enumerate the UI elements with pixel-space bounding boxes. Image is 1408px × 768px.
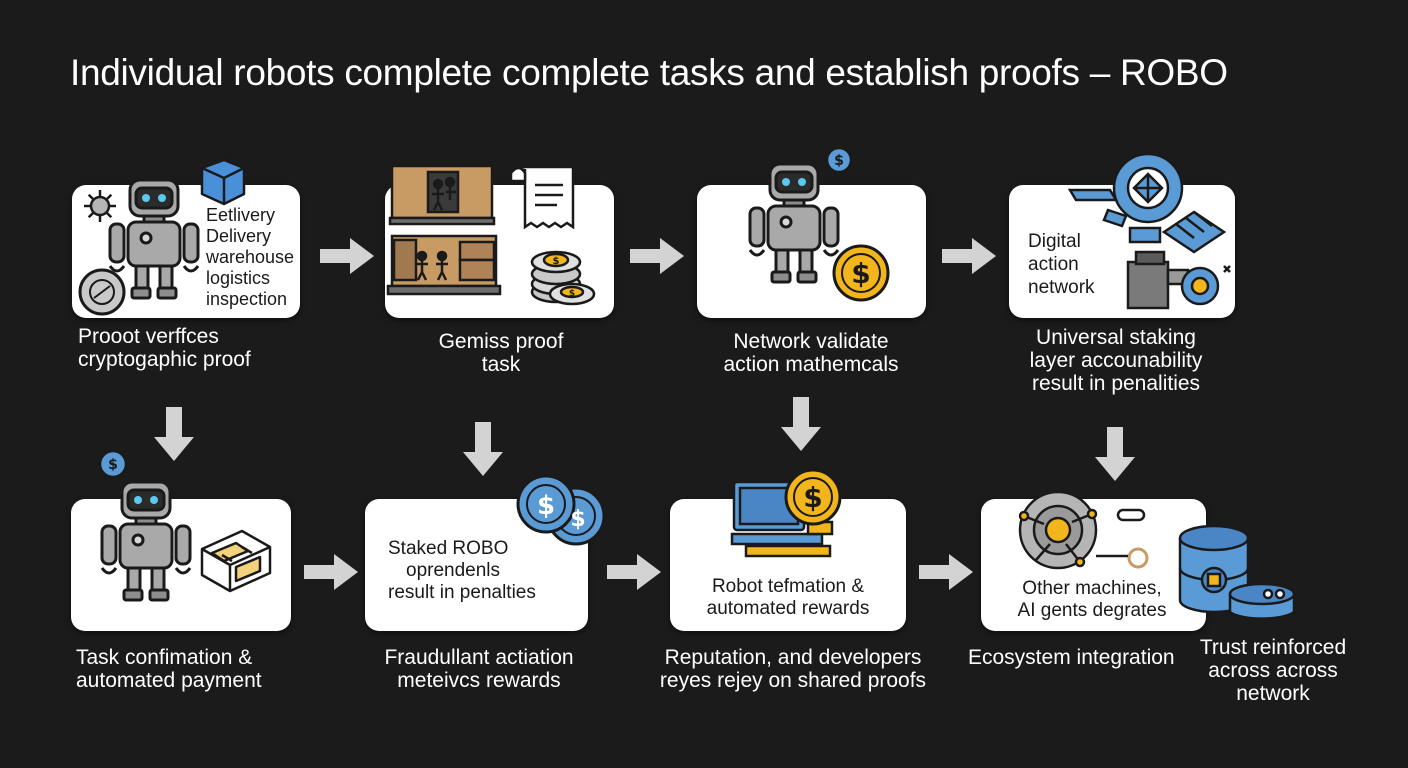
robot-icon bbox=[744, 162, 844, 286]
step-caption-8: Ecosystem integration bbox=[968, 646, 1175, 669]
step-caption-1: Prooot verffces cryptogaphic proof bbox=[78, 325, 251, 371]
step-caption-6: Fraudullant actiation meteivcs rewards bbox=[368, 646, 590, 692]
arrow-down-icon bbox=[152, 405, 196, 465]
small-coin-icon: $ bbox=[97, 448, 129, 480]
receipt-icon bbox=[505, 161, 585, 237]
step-caption-5: Task confimation & automated payment bbox=[76, 646, 262, 692]
server-icon bbox=[1126, 240, 1232, 312]
arrow-right-icon bbox=[628, 236, 686, 276]
coin-stack-icon: $ $ bbox=[526, 240, 598, 312]
network-globe-icon bbox=[1014, 486, 1174, 576]
svg-text:$: $ bbox=[108, 457, 118, 473]
step-card-6-text: Staked ROBO oprendenls result in penalti… bbox=[388, 538, 536, 604]
step-caption-7: Reputation, and developers reyes rejey o… bbox=[652, 646, 934, 692]
svg-text:$: $ bbox=[553, 256, 560, 267]
package-icon bbox=[196, 150, 248, 206]
svg-text:$: $ bbox=[569, 289, 575, 299]
arrow-right-icon bbox=[318, 236, 376, 276]
step-caption-3: Network validate action mathemcals bbox=[700, 330, 922, 376]
step-card-8-text: Other machines, AI gents degrates bbox=[985, 578, 1199, 622]
arrow-right-icon bbox=[302, 552, 360, 592]
step-caption-2: Gemiss proof task bbox=[390, 330, 612, 376]
svg-text:$: $ bbox=[570, 507, 585, 532]
svg-text:$: $ bbox=[851, 257, 870, 290]
arrow-down-icon bbox=[1093, 425, 1137, 485]
robot-icon bbox=[96, 480, 196, 604]
arrow-right-icon bbox=[940, 236, 998, 276]
database-icon bbox=[1176, 524, 1300, 624]
package-icon bbox=[196, 525, 276, 595]
arrow-down-icon bbox=[779, 395, 823, 455]
robot-icon bbox=[104, 178, 204, 302]
arrow-right-icon bbox=[605, 552, 663, 592]
arrow-right-icon bbox=[917, 552, 975, 592]
dollar-coin-icon: $ bbox=[782, 466, 844, 528]
step-card-7-text: Robot tefmation & automated rewards bbox=[676, 576, 900, 620]
page-title: Individual robots complete complete task… bbox=[70, 52, 1370, 94]
svg-text:$: $ bbox=[537, 491, 555, 521]
trust-caption: Trust reinforced across across network bbox=[1178, 636, 1368, 705]
step-caption-4: Universal staking layer accounability re… bbox=[1005, 326, 1227, 395]
dollar-coin-icon: $ bbox=[830, 242, 892, 304]
step-card-4-text: Digital action network bbox=[1028, 230, 1095, 299]
arrow-down-icon bbox=[461, 420, 505, 480]
svg-text:$: $ bbox=[803, 481, 822, 514]
step-card-1-text: Eetlivery Delivery warehouse logistics i… bbox=[206, 205, 294, 310]
